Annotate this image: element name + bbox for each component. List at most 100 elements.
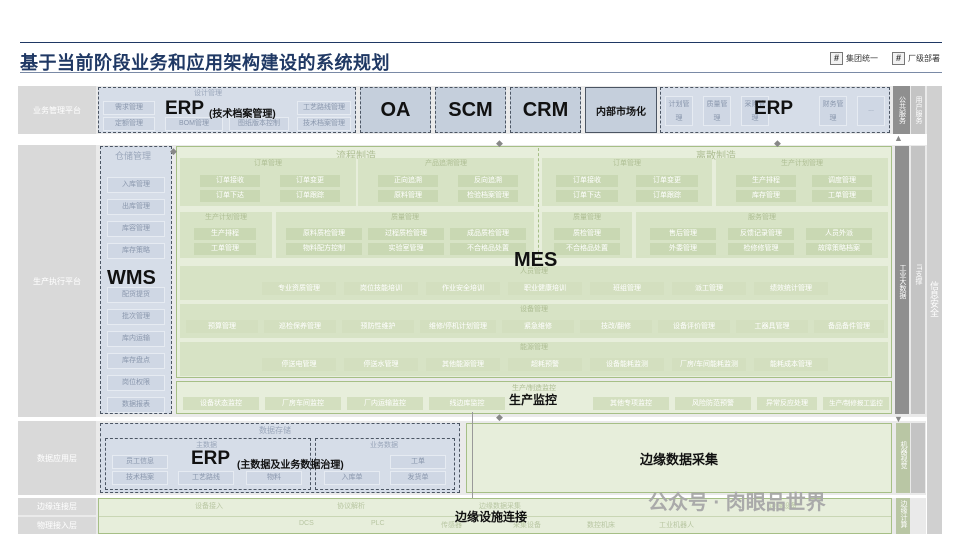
layer-label-physical: 物理接入层	[18, 517, 96, 534]
mes-cell: 订单接收	[200, 175, 260, 187]
monitor-cell: 风险防范预警	[675, 397, 751, 410]
mes-cell: 作业安全培训	[426, 282, 500, 295]
title-top-rule	[20, 42, 942, 43]
page-title: 基于当前阶段业务和应用架构建设的系统规划	[20, 53, 390, 73]
group-title: 设备管理	[520, 306, 548, 313]
mes-cell: 库存管理	[736, 190, 796, 202]
edge-collect-box: 边缘数据采集	[466, 423, 892, 493]
scm-label: SCM	[448, 98, 493, 121]
mes-cell: 厂房/车间能耗监测	[672, 358, 746, 371]
mes-cell: 实验室管理	[368, 243, 444, 255]
mes-cell: 生产排程	[194, 228, 256, 240]
edge-cell: 边缘数据采集	[479, 503, 521, 510]
data-cell: 发货单	[390, 471, 446, 485]
user-service-label: 用户服务	[915, 96, 922, 124]
industrial-bigdata-label: 工业大数据	[899, 264, 906, 299]
mes-cell: 设备评价管理	[658, 320, 730, 333]
erp-data-heading: ERP	[191, 448, 231, 469]
physical-cell: 数控机床	[587, 522, 615, 529]
edge-physical-divider	[99, 516, 891, 517]
mes-cell: 人员外派	[806, 228, 872, 240]
wms-heading: WMS	[107, 267, 156, 289]
wms-item: 数据报表	[107, 397, 165, 413]
erp-design-box: 设计管理 需求管理 工艺路线管理 定额管理 BOM管理 图纸版本控制 技术档案管…	[98, 87, 356, 133]
internal-market-label: 内部市场化	[596, 106, 646, 118]
mes-cell: 设备能耗监测	[590, 358, 664, 371]
legend-group-unified: # 集团统一	[830, 52, 878, 65]
data-cell: 物料	[246, 471, 302, 485]
it-support-label: IT支撑	[915, 264, 922, 285]
mes-cell: 反馈记录管理	[728, 228, 794, 240]
mes-cell: 售后管理	[650, 228, 716, 240]
group-title: 订单管理	[254, 160, 282, 167]
mes-cell: 工单管理	[812, 190, 872, 202]
erp-subheading: (技术档案管理)	[209, 109, 276, 120]
mes-cell: 订单跟踪	[636, 190, 698, 202]
connector-line	[472, 412, 473, 498]
data-storage-title: 数据存储	[259, 426, 291, 435]
mes-cell: 班组管理	[590, 282, 664, 295]
mes-cell: 技改/翻修	[580, 320, 652, 333]
physical-cell: 传感器	[441, 522, 462, 529]
erp-data-subheading: (主数据及业务数据治理)	[237, 460, 344, 471]
mes-cell: 工单管理	[194, 243, 256, 255]
mes-cell: 订单变更	[280, 175, 340, 187]
erp-cell: 需求管理	[103, 101, 155, 115]
wms-item: 库容管理	[107, 221, 165, 237]
mes-cell: 职业健康培训	[508, 282, 582, 295]
edge-cell: 协议解析	[337, 503, 365, 510]
production-monitor-box: 生产/制造监控 设备状态监控 厂房车间监控 厂内运输监控 线边库监控 其他专项监…	[176, 381, 892, 414]
erp-heading: ERP	[165, 98, 205, 119]
mes-heading: MES	[514, 249, 558, 271]
monitor-cell: 异常反应处理	[757, 397, 817, 410]
mes-cell: 正向追溯	[378, 175, 438, 187]
edge-cell: 设备接入	[195, 503, 223, 510]
connector-arrow-icon: ▲	[894, 133, 903, 143]
right-col-edge-compute: 边缘计算	[896, 498, 910, 534]
personnel-mgmt: 人员管理 专业资质管理 岗位技能培训 作业安全培训 职业健康培训 班组管理 派工…	[180, 266, 888, 300]
group-title: 质量管理	[573, 214, 601, 221]
edge-cell: 边缘设备	[769, 503, 797, 510]
data-cell: 工艺路线	[178, 471, 234, 485]
connector-arrow-icon: ◆	[774, 138, 781, 148]
group-title: 产品追溯管理	[425, 160, 467, 167]
product-trace-flow: 产品追溯管理 正向追溯 反向追溯 原料管理 检验档案管理	[358, 158, 534, 206]
wms-item: 库内运输	[107, 331, 165, 347]
mes-cell: 预算管理	[186, 320, 258, 333]
mes-cell: 停送电管理	[262, 358, 336, 371]
erp-right-box: 计划管理 质量管理 采购管理 财务管理 ... ERP	[660, 87, 890, 133]
mes-cell: 维修/停机计划管理	[420, 320, 496, 333]
mes-cell: 其他能源管理	[426, 358, 500, 371]
physical-cell: DCS	[299, 520, 314, 527]
erp-cell: 定额管理	[103, 117, 155, 131]
oa-box: OA	[360, 87, 431, 133]
right-col-data-aux	[911, 423, 925, 493]
title-bottom-rule	[20, 72, 942, 73]
physical-cell: PLC	[371, 520, 385, 527]
monitor-cell: 生产/制修报工监控	[823, 397, 889, 410]
service-mgmt: 服务管理 售后管理 反馈记录管理 人员外派 外委管理 检修修管理 故障策略档案	[636, 212, 888, 258]
data-cell: 员工信息	[112, 455, 168, 469]
legend-mark: #	[830, 52, 843, 65]
connector-arrow-icon: ◆	[170, 146, 177, 156]
legend-label: 集团统一	[846, 54, 878, 63]
edge-connect-heading: 边缘设施连接	[455, 510, 528, 524]
prod-plan-discrete: 生产计划管理 生产排程 调度管理 库存管理 工单管理	[716, 158, 888, 206]
mes-cell: 订单变更	[636, 175, 698, 187]
discrete-mfg-title: 离散制造	[696, 151, 736, 162]
data-cell: 入库单	[324, 471, 380, 485]
monitor-heading: 生产监控	[509, 393, 558, 407]
wms-item: 入库管理	[107, 177, 165, 193]
business-data-group: 业务数据 工单 入库单 发货单	[315, 438, 455, 490]
layer-label-business: 业务管理平台	[18, 86, 96, 134]
mes-cell: 预防性维护	[342, 320, 414, 333]
mes-cell: 订单下达	[556, 190, 618, 202]
right-col-public-service: 公共服务	[893, 86, 910, 134]
mes-cell: 订单接收	[556, 175, 618, 187]
wms-title: 仓储管理	[115, 151, 152, 161]
edge-compute-label: 边缘计算	[900, 500, 907, 528]
connector-arrow-icon: ▼	[894, 414, 903, 424]
flow-discrete-divider	[538, 148, 539, 258]
mes-cell: 检验档案管理	[458, 190, 518, 202]
security-label: 信息安全	[929, 281, 939, 317]
